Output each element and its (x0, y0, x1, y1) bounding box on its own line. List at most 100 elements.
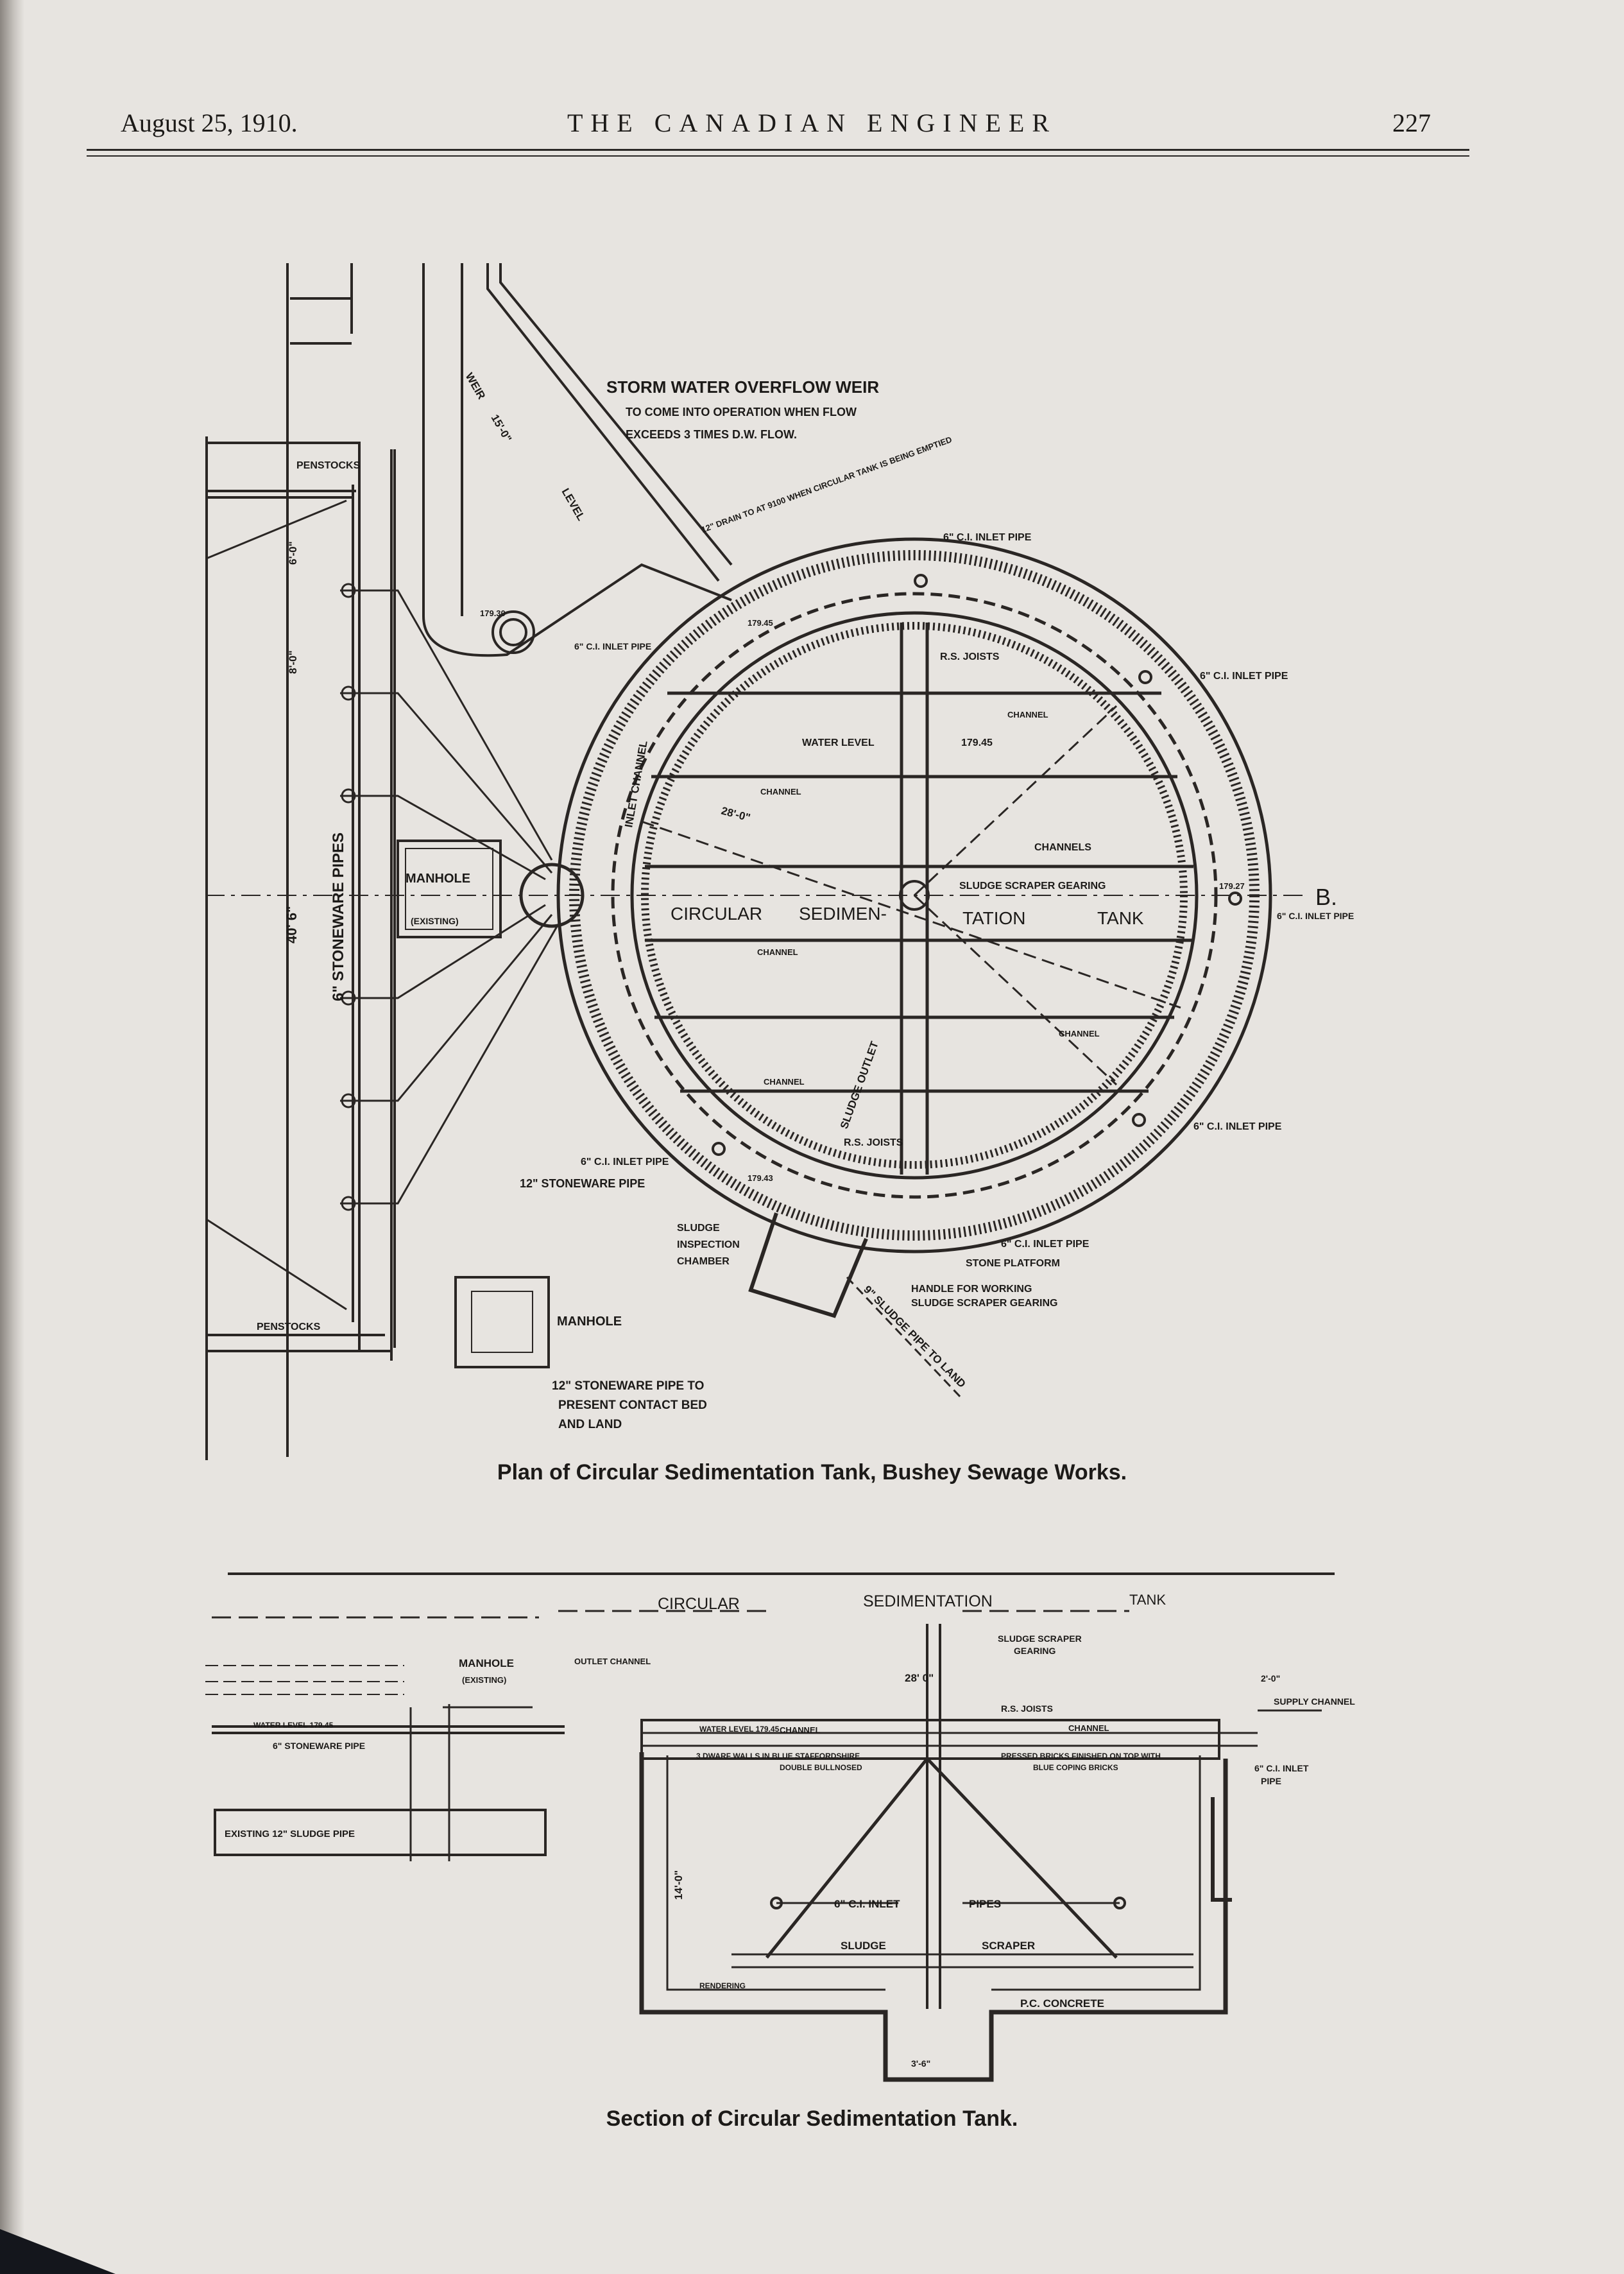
inlet-channel-label: INLET CHANNEL (622, 740, 649, 829)
pressed-bricks-2: BLUE COPING BRICKS (1033, 1763, 1118, 1772)
channel-label-1: CHANNEL (1007, 710, 1048, 719)
inlet-left-lower-label: 6" C.I. INLET PIPE (581, 1157, 669, 1167)
section-labels: CIRCULAR SEDIMENTATION TANK MANHOLE (EXI… (225, 1592, 1355, 2069)
level-179-45: 179.45 (748, 618, 773, 628)
sludge-scraper-gearing-label: SLUDGE SCRAPER GEARING (959, 881, 1106, 892)
plan-labels: STORM WATER OVERFLOW WEIR TO COME INTO O… (257, 371, 1354, 1432)
section-dim-2-0: 2'-0" (1261, 1673, 1280, 1684)
level-179-27: 179.27 (1219, 881, 1245, 891)
dim-6-0: 6'-0" (287, 541, 299, 565)
section-inlet-1: 6" C.I. INLET (1254, 1763, 1309, 1773)
weir-label: WEIR (463, 371, 488, 402)
dim-8-0: 8'-0" (287, 650, 299, 674)
rs-joists-bottom-label: R.S. JOISTS (844, 1137, 903, 1148)
dwarf-walls-1: 3 DWARF WALLS IN BLUE STAFFORDSHIRE (696, 1752, 860, 1761)
section-water-level-left: WATER LEVEL 179.45 (253, 1721, 334, 1730)
inlet-top-label: 6" C.I. INLET PIPE (943, 532, 1032, 543)
channels-label: CHANNELS (1034, 842, 1091, 853)
weir-label-1: STORM WATER OVERFLOW WEIR (606, 377, 879, 397)
penstocks-bottom-label: PENSTOCKS (257, 1322, 321, 1332)
section-supply-channel: SUPPLY CHANNEL (1274, 1696, 1355, 1707)
inlet-right-upper-label: 6" C.I. INLET PIPE (1200, 671, 1288, 682)
section-existing-sludge: EXISTING 12" SLUDGE PIPE (225, 1829, 355, 1839)
manhole-existing-label: MANHOLE (406, 872, 470, 886)
section-inlet-2: PIPE (1261, 1776, 1281, 1786)
section-outlet-channel: OUTLET CHANNEL (574, 1657, 651, 1666)
weir-label-3: EXCEEDS 3 TIMES D.W. FLOW. (626, 428, 797, 441)
level-label: LEVEL (560, 487, 588, 523)
water-level-value: 179.45 (961, 737, 993, 748)
section-rendering: RENDERING (699, 1981, 746, 1990)
inlet-right-lower-label: 6" C.I. INLET PIPE (1193, 1121, 1282, 1132)
issue-date: August 25, 1910. (121, 108, 298, 137)
tank-label-circular: CIRCULAR (671, 904, 762, 924)
header-rule-2 (87, 155, 1469, 157)
section-scraper: SCRAPER (982, 1940, 1035, 1952)
handle-label-2: SLUDGE SCRAPER GEARING (911, 1298, 1057, 1309)
section-b-marker: B. (1315, 884, 1337, 910)
plan-caption: Plan of Circular Sedimentation Tank, Bus… (497, 1460, 1127, 1485)
water-level-label: WATER LEVEL (802, 737, 875, 748)
inlet-left-upper-label: 6" C.I. INLET PIPE (574, 641, 651, 651)
section-dim-3-6: 3'-6" (911, 2058, 930, 2069)
rs-joists-top-label: R.S. JOISTS (940, 651, 1000, 662)
sludge-outlet-label: SLUDGE OUTLET (838, 1039, 881, 1130)
manhole-existing-sub: (EXISTING) (411, 916, 459, 926)
handle-label-1: HANDLE FOR WORKING (911, 1284, 1032, 1295)
section-tank: TANK (1129, 1592, 1166, 1608)
section-sedimentation: SEDIMENTATION (863, 1592, 993, 1610)
stoneware-pipes-label: 6" STONEWARE PIPES (330, 832, 347, 1001)
page-number: 227 (1392, 108, 1431, 137)
sludge-scraper-1: SLUDGE SCRAPER (998, 1633, 1082, 1644)
channel-label-3: CHANNEL (764, 1077, 805, 1087)
sludge-chamber-label-1: SLUDGE (677, 1223, 720, 1234)
binding-gutter (0, 0, 24, 2274)
section-manhole: MANHOLE (459, 1657, 514, 1669)
section-caption: Section of Circular Sedimentation Tank. (606, 2106, 1018, 2131)
section-rs-joists: R.S. JOISTS (1001, 1703, 1053, 1714)
dwarf-walls-2: DOUBLE BULLNOSED (780, 1763, 862, 1772)
section-sludge: SLUDGE (841, 1940, 886, 1952)
plan-drawing (205, 263, 1303, 1460)
stone-platform-label: STONE PLATFORM (966, 1258, 1060, 1269)
stoneware-12-label: 12" STONEWARE PIPE (520, 1177, 645, 1190)
weir-label-2: TO COME INTO OPERATION WHEN FLOW (626, 406, 857, 418)
contact-label-2: PRESENT CONTACT BED (558, 1399, 707, 1412)
section-stoneware-pipe: 6" STONEWARE PIPE (273, 1741, 365, 1751)
section-channel-left: CHANNEL (780, 1725, 821, 1735)
sludge-chamber-label-3: CHAMBER (677, 1256, 730, 1267)
drain-note: 12" DRAIN TO AT 9100 WHEN CIRCULAR TANK … (700, 435, 953, 535)
section-drawing (205, 1572, 1335, 2082)
contact-label-3: AND LAND (558, 1418, 622, 1431)
sludge-chamber-label-2: INSPECTION (677, 1239, 740, 1250)
level-179-43: 179.43 (748, 1173, 773, 1183)
channel-label-2: CHANNEL (757, 947, 798, 957)
inlet-bottom-label: 6" C.I. INLET PIPE (1001, 1239, 1090, 1250)
section-inlet-pipes-a: 6" C.I. INLET (834, 1898, 900, 1910)
channel-label-5: CHANNEL (760, 787, 801, 797)
tank-label-tation: TATION (962, 908, 1026, 928)
section-circular: CIRCULAR (658, 1595, 740, 1613)
dim-28-0: 28'-0" (720, 805, 751, 824)
manhole-small-label: MANHOLE (557, 1314, 622, 1329)
tank-label-tank: TANK (1097, 908, 1144, 928)
section-pc-concrete: P.C. CONCRETE (1020, 1997, 1104, 2010)
section-channel-right: CHANNEL (1068, 1723, 1109, 1733)
section-inlet-pipes-b: PIPES (969, 1898, 1001, 1910)
contact-label-1: 12" STONEWARE PIPE TO (552, 1379, 704, 1393)
channel-label-4: CHANNEL (1059, 1029, 1100, 1038)
dim-15-0: 15'-0" (489, 413, 515, 444)
section-dim-14-0: 14'-0" (672, 1870, 685, 1900)
sludge-scraper-2: GEARING (1014, 1646, 1056, 1656)
inlet-right-label: 6" C.I. INLET PIPE (1277, 911, 1354, 921)
journal-title: THE CANADIAN ENGINEER (567, 108, 1057, 137)
section-water-level-tank: WATER LEVEL 179.45 (699, 1725, 780, 1734)
section-manhole-sub: (EXISTING) (462, 1675, 506, 1685)
tank-label-sedimen: SEDIMEN- (799, 904, 887, 924)
header-rule (87, 149, 1469, 151)
section-dim-28: 28' 0" (905, 1672, 934, 1684)
penstocks-top-label: PENSTOCKS (296, 460, 361, 471)
pressed-bricks-1: PRESSED BRICKS FINISHED ON TOP WITH (1001, 1752, 1161, 1761)
